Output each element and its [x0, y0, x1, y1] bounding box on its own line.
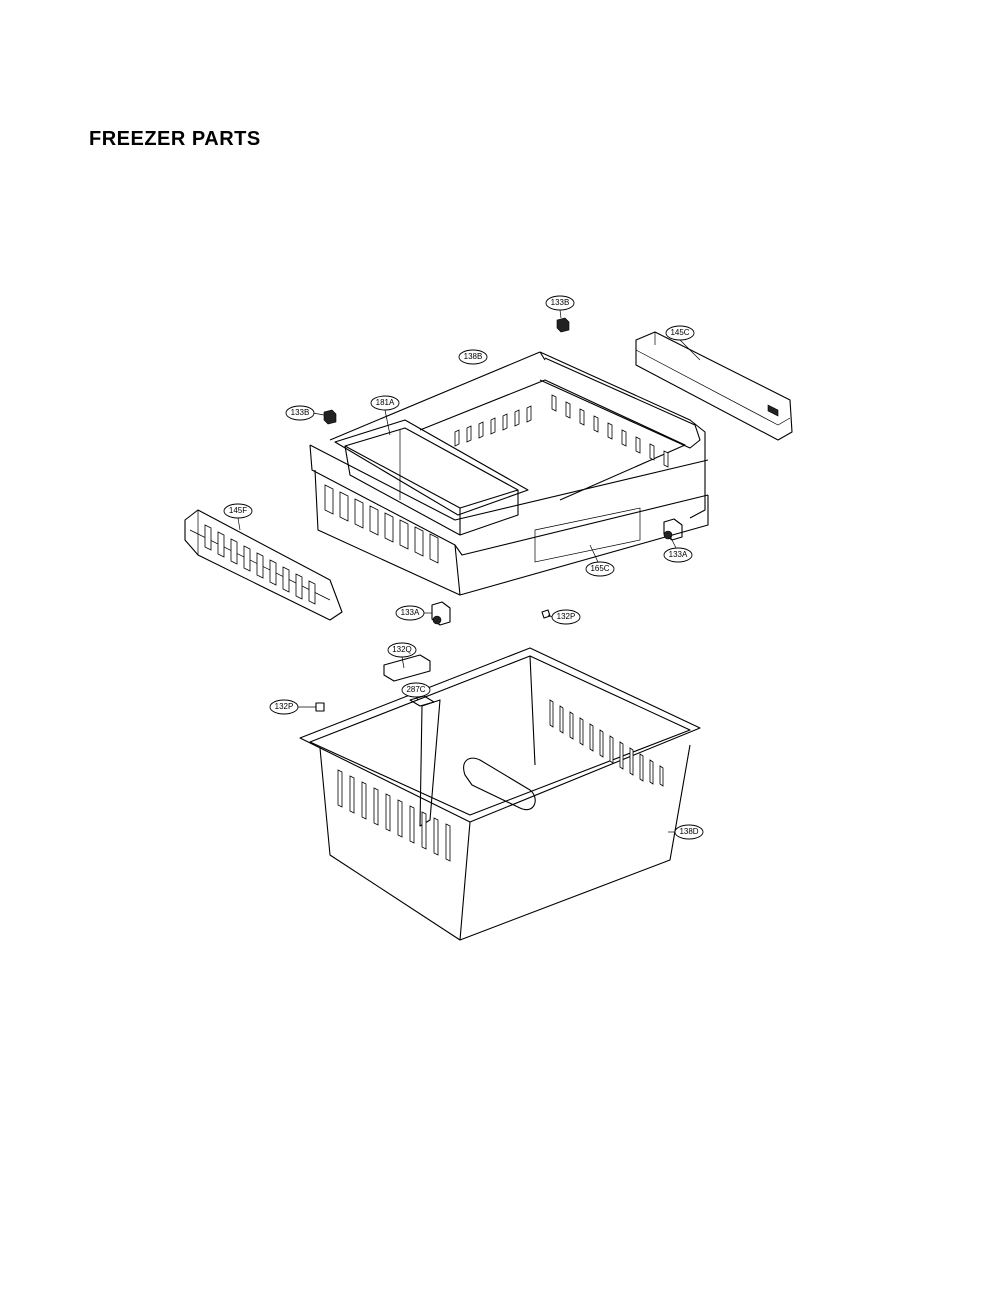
- callout-133b-top: 133B: [545, 295, 575, 319]
- callout-287c: 287C: [401, 682, 431, 701]
- svg-text:132Q: 132Q: [392, 645, 412, 654]
- svg-text:133A: 133A: [401, 608, 420, 617]
- small-bin-181a: [334, 419, 529, 536]
- svg-text:133A: 133A: [669, 550, 688, 559]
- svg-text:138B: 138B: [464, 352, 483, 361]
- small-hardware: [315, 317, 683, 712]
- basket-front-vents: [337, 769, 451, 862]
- callout-133a-left: 133A: [395, 605, 432, 621]
- callout-132p-left: 132P: [269, 699, 316, 715]
- callout-133b-left: 133B: [285, 405, 325, 421]
- callout-138b: 138B: [458, 349, 488, 365]
- svg-text:165C: 165C: [590, 564, 609, 573]
- callout-181a: 181A: [370, 395, 400, 436]
- basket-side-vents: [549, 699, 664, 787]
- callout-133a-right: 133A: [663, 535, 693, 563]
- callouts: 133B 145C 138B 133B 181A 145F: [223, 295, 704, 840]
- svg-text:133B: 133B: [551, 298, 570, 307]
- svg-text:132P: 132P: [275, 702, 294, 711]
- svg-text:132P: 132P: [557, 612, 576, 621]
- svg-text:145F: 145F: [229, 506, 247, 515]
- page-title: FREEZER PARTS: [89, 128, 261, 150]
- lower-basket-138d: [299, 647, 701, 941]
- callout-165c: 165C: [585, 544, 615, 577]
- callout-145f: 145F: [223, 503, 253, 531]
- upper-drawer-138b: [309, 351, 709, 596]
- front-grille: [324, 484, 439, 564]
- rail-145f: [184, 509, 343, 621]
- svg-text:133B: 133B: [291, 408, 310, 417]
- callout-132q: 132Q: [387, 642, 417, 669]
- rail-145c: [635, 331, 793, 441]
- callout-145c: 145C: [665, 325, 701, 361]
- svg-text:138D: 138D: [679, 827, 698, 836]
- svg-text:287C: 287C: [406, 685, 425, 694]
- callout-132p-right: 132P: [547, 609, 581, 625]
- back-wall-vents: [454, 394, 669, 468]
- svg-text:145C: 145C: [670, 328, 689, 337]
- svg-text:181A: 181A: [376, 398, 395, 407]
- callout-138d: 138D: [668, 824, 704, 840]
